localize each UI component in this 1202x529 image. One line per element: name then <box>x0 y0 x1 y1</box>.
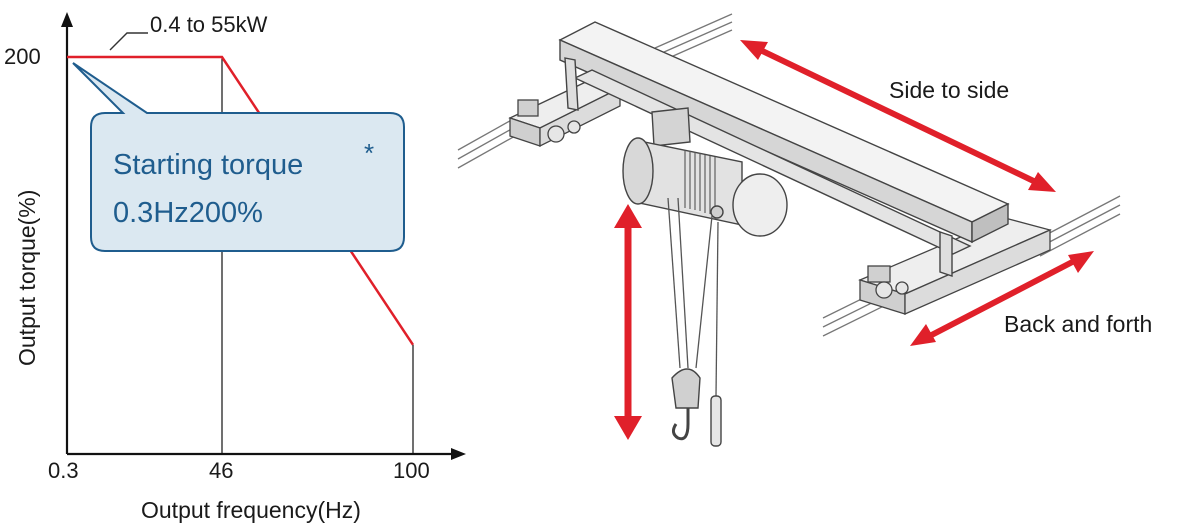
side-to-side-label: Side to side <box>889 77 1010 103</box>
x-tick-label: 46 <box>209 458 234 483</box>
callout-asterisk: * <box>364 138 375 168</box>
back-and-forth-label: Back and forth <box>1004 311 1153 337</box>
hoist-unit <box>622 107 788 237</box>
torque-chart <box>61 12 466 460</box>
series-label-leader <box>109 32 148 51</box>
up-and-down-arrow <box>614 204 642 440</box>
back-and-forth-arrow <box>910 251 1094 346</box>
x-tick-label: 100 <box>393 458 430 483</box>
y-axis-arrow <box>61 12 73 27</box>
starting-torque-callout <box>72 62 405 252</box>
x-axis-title: Output frequency(Hz) <box>141 497 361 523</box>
side-to-side-arrow <box>740 40 1056 192</box>
hoist-ropes <box>667 197 719 397</box>
series-label: 0.4 to 55kW <box>150 12 268 37</box>
front-end-truck <box>858 217 1052 315</box>
callout-line-2: 0.3Hz200% <box>113 197 263 229</box>
y-tick-label: 200 <box>4 44 41 69</box>
x-tick-label: 0.3 <box>48 458 79 483</box>
control-pendant <box>710 395 722 447</box>
x-axis-arrow <box>451 448 466 460</box>
crane-hook <box>671 368 701 441</box>
callout-line-1: Starting torque <box>113 149 304 181</box>
